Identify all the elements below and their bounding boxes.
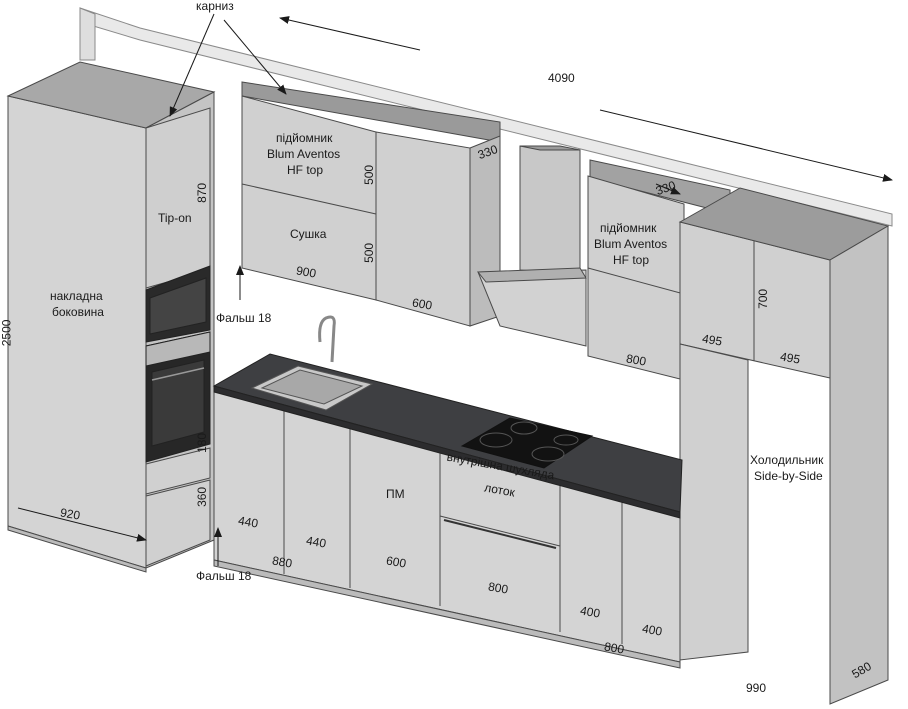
label-lift2-line2: Blum Aventos	[594, 237, 668, 251]
base-cabinets	[213, 389, 681, 669]
label-nakladna-line1: накладна	[50, 289, 103, 303]
label-lift1-line2: Blum Aventos	[267, 147, 341, 161]
dim-500-b: 500	[362, 242, 377, 263]
dim-870: 870	[195, 182, 210, 203]
dim-height-2500: 2500	[0, 319, 14, 347]
built-in-ovens	[145, 265, 211, 463]
dim-180: 180	[195, 432, 210, 453]
label-lift2-line1: підйомник	[600, 221, 657, 235]
ceiling-wall	[79, 7, 893, 227]
label-pm: ПМ	[386, 487, 405, 501]
label-tip-on: Tip-on	[158, 211, 192, 225]
cooktop	[460, 417, 594, 469]
dim-500-a: 500	[362, 164, 377, 185]
tall-column-drawers	[145, 447, 211, 567]
dim-total-width: 4090	[548, 71, 575, 85]
label-nakladna-line2: боковина	[52, 305, 104, 319]
range-hood	[476, 145, 587, 347]
dimension-lines	[17, 13, 893, 566]
label-sushka: Сушка	[290, 227, 327, 241]
label-fridge-line2: Side-by-Side	[754, 469, 823, 483]
dim-360: 360	[195, 486, 210, 507]
label-fridge-line1: Холодильник	[750, 453, 824, 467]
sink	[250, 315, 374, 411]
label-falsh-top: Фальш 18	[216, 311, 272, 325]
dim-700: 700	[756, 288, 771, 309]
label-lift2-line3: HF top	[613, 253, 650, 267]
label-lift1-line1: підйомник	[276, 131, 333, 145]
label-falsh-bottom: Фальш 18	[196, 569, 252, 583]
fridge-column	[678, 187, 890, 705]
upper-cabinets-left	[241, 81, 501, 327]
dim-990: 990	[746, 681, 767, 695]
label-lift1-line3: HF top	[287, 163, 324, 177]
label-karniz: карниз	[196, 0, 234, 13]
